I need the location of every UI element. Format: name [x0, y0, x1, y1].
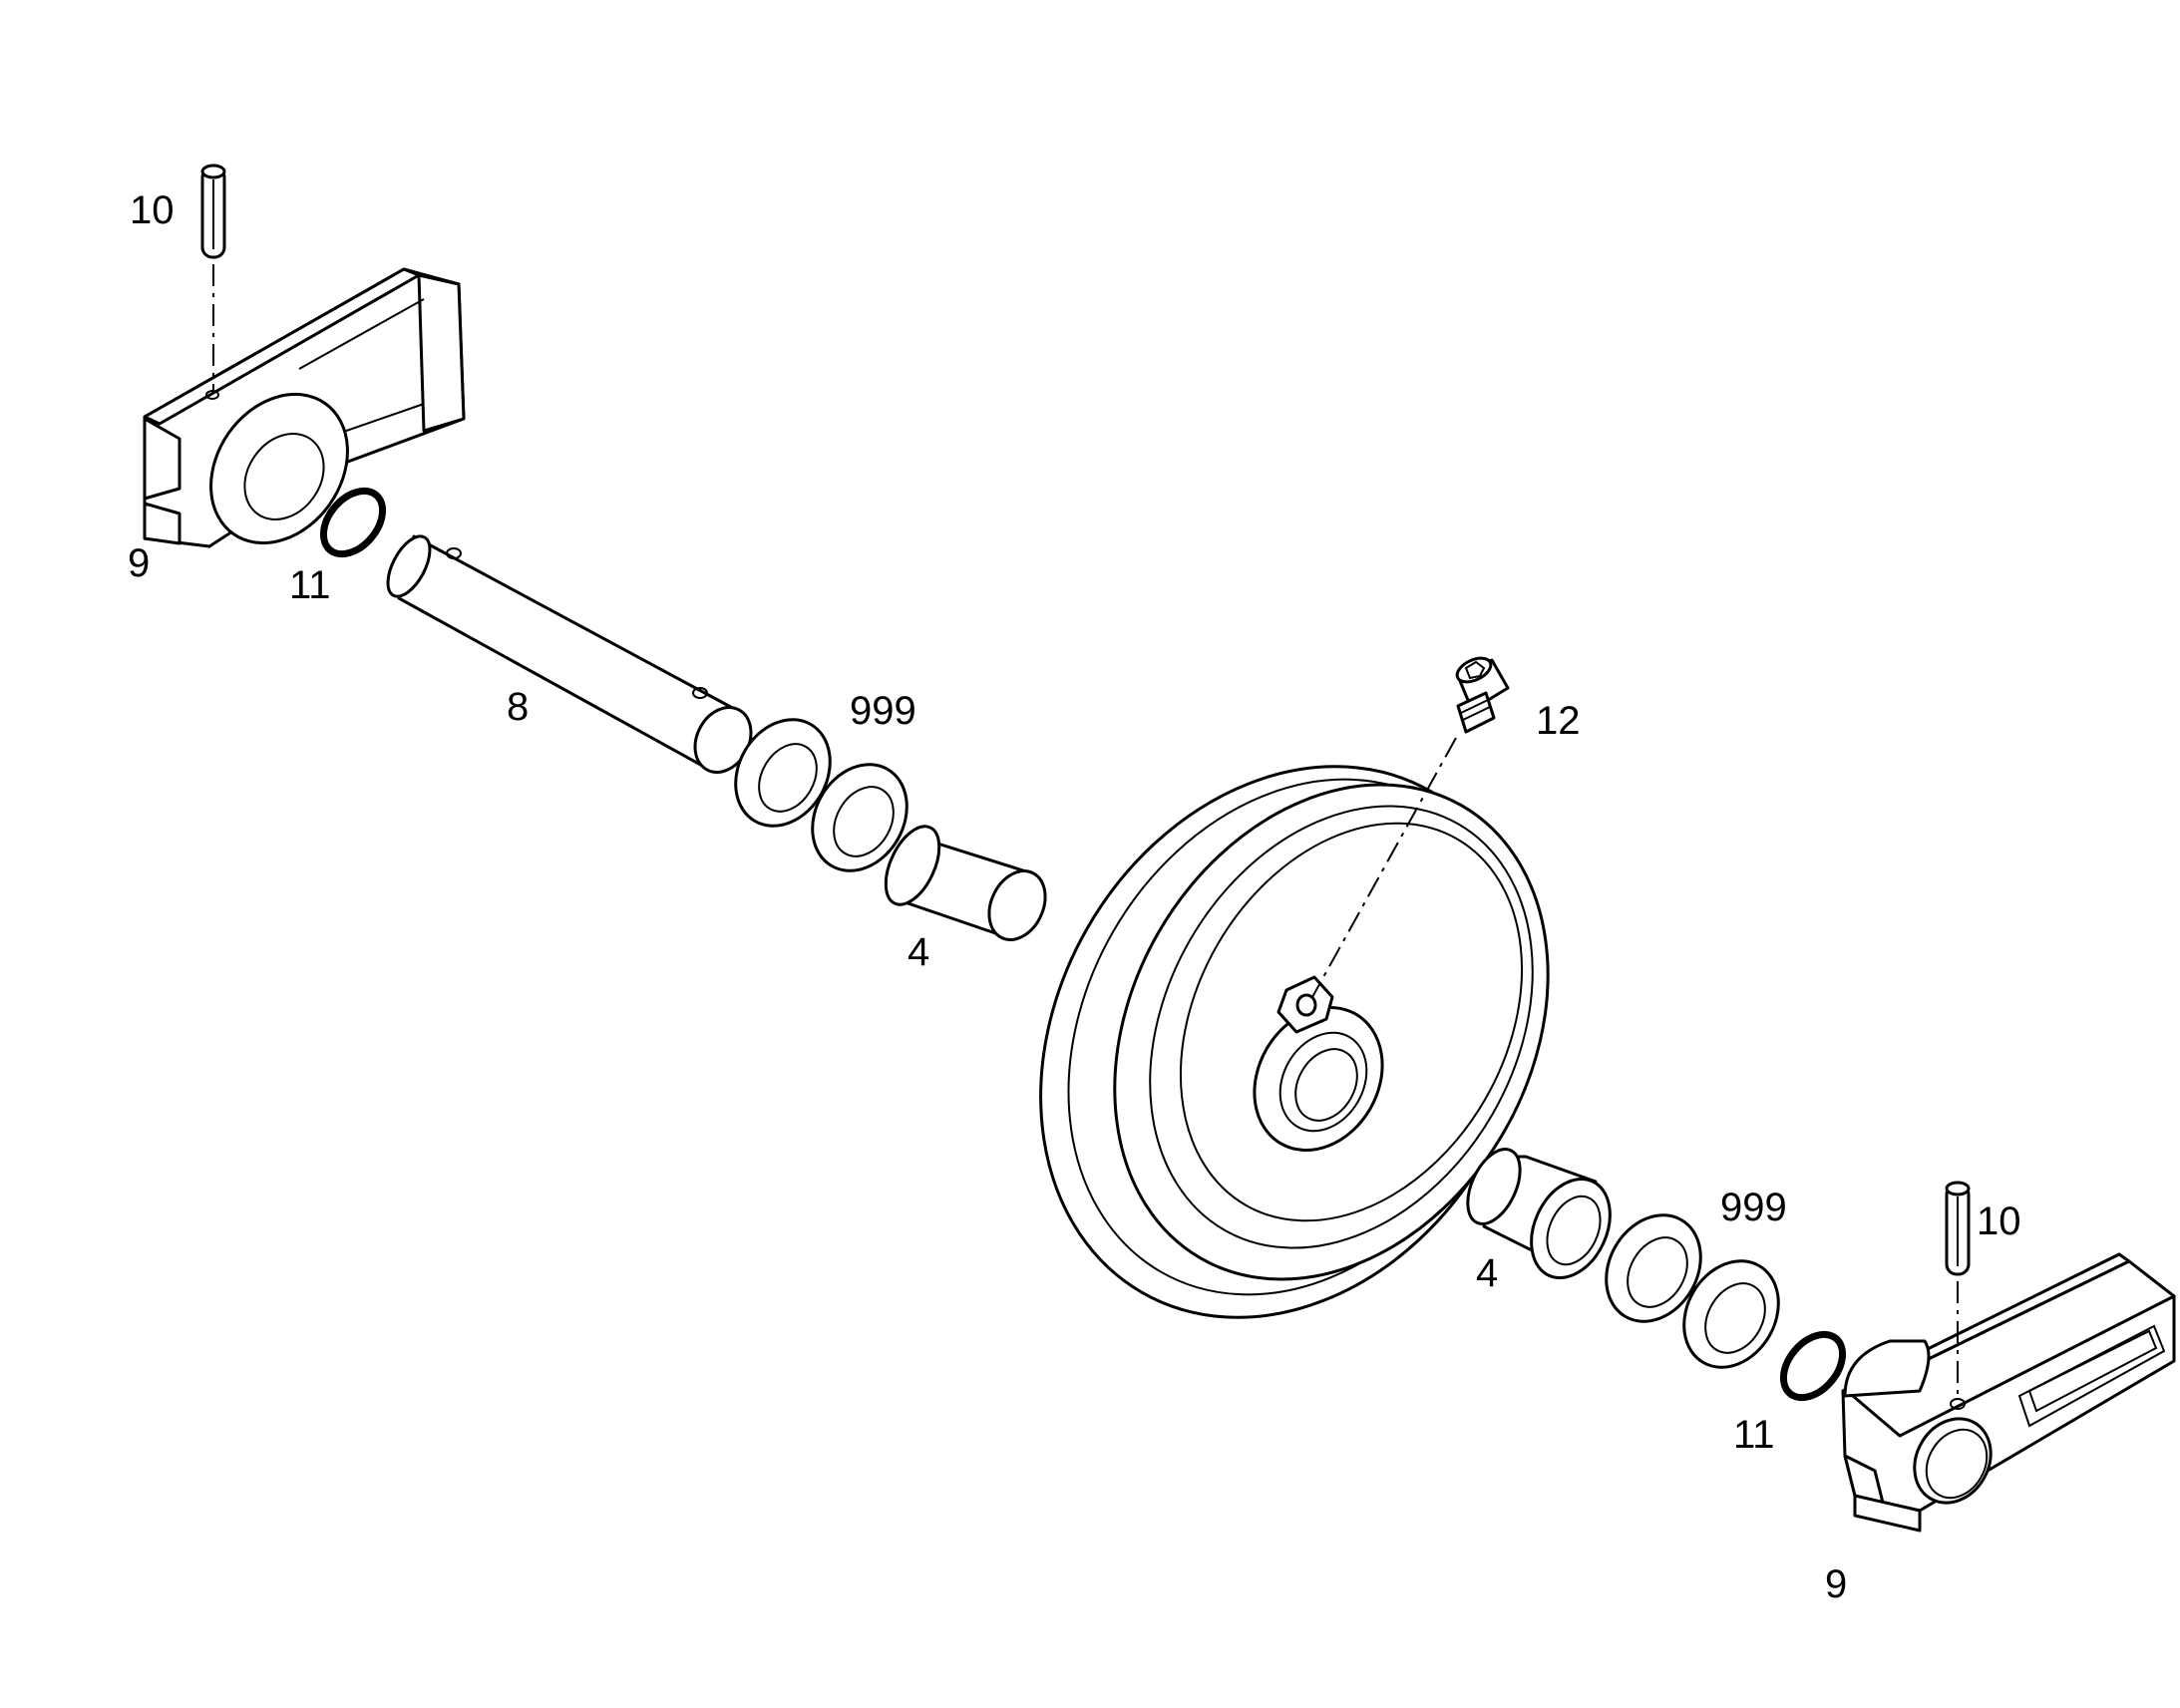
callout-999-right: 999 — [1720, 1186, 1787, 1229]
callout-9-right: 9 — [1825, 1562, 1847, 1606]
callout-999-left: 999 — [850, 689, 916, 733]
seal-rings-right — [1605, 1213, 1780, 1369]
o-ring-left — [319, 487, 387, 558]
callout-11-left: 11 — [289, 563, 331, 607]
callout-12: 12 — [1536, 699, 1581, 743]
cap-screw — [1311, 656, 1510, 998]
idler-wheel — [1039, 765, 1550, 1319]
callout-11-right: 11 — [1733, 1413, 1775, 1457]
bushing-right — [1466, 1148, 1612, 1280]
shaft — [386, 534, 753, 774]
bushing-left — [884, 825, 1047, 941]
roll-pin-right — [1945, 1181, 1971, 1398]
mounting-bracket-right — [1841, 1252, 2176, 1533]
callout-4-left: 4 — [908, 930, 929, 974]
mounting-bracket-left — [143, 267, 466, 548]
roll-pin-top-left — [200, 164, 226, 391]
callout-10-top-left: 10 — [130, 188, 175, 232]
callout-10-right: 10 — [1977, 1199, 2021, 1243]
o-ring-right — [1779, 1330, 1847, 1402]
callout-8: 8 — [507, 685, 529, 729]
callout-4-right: 4 — [1476, 1251, 1498, 1295]
callout-9-left: 9 — [128, 541, 150, 585]
seal-rings-left — [734, 718, 908, 872]
